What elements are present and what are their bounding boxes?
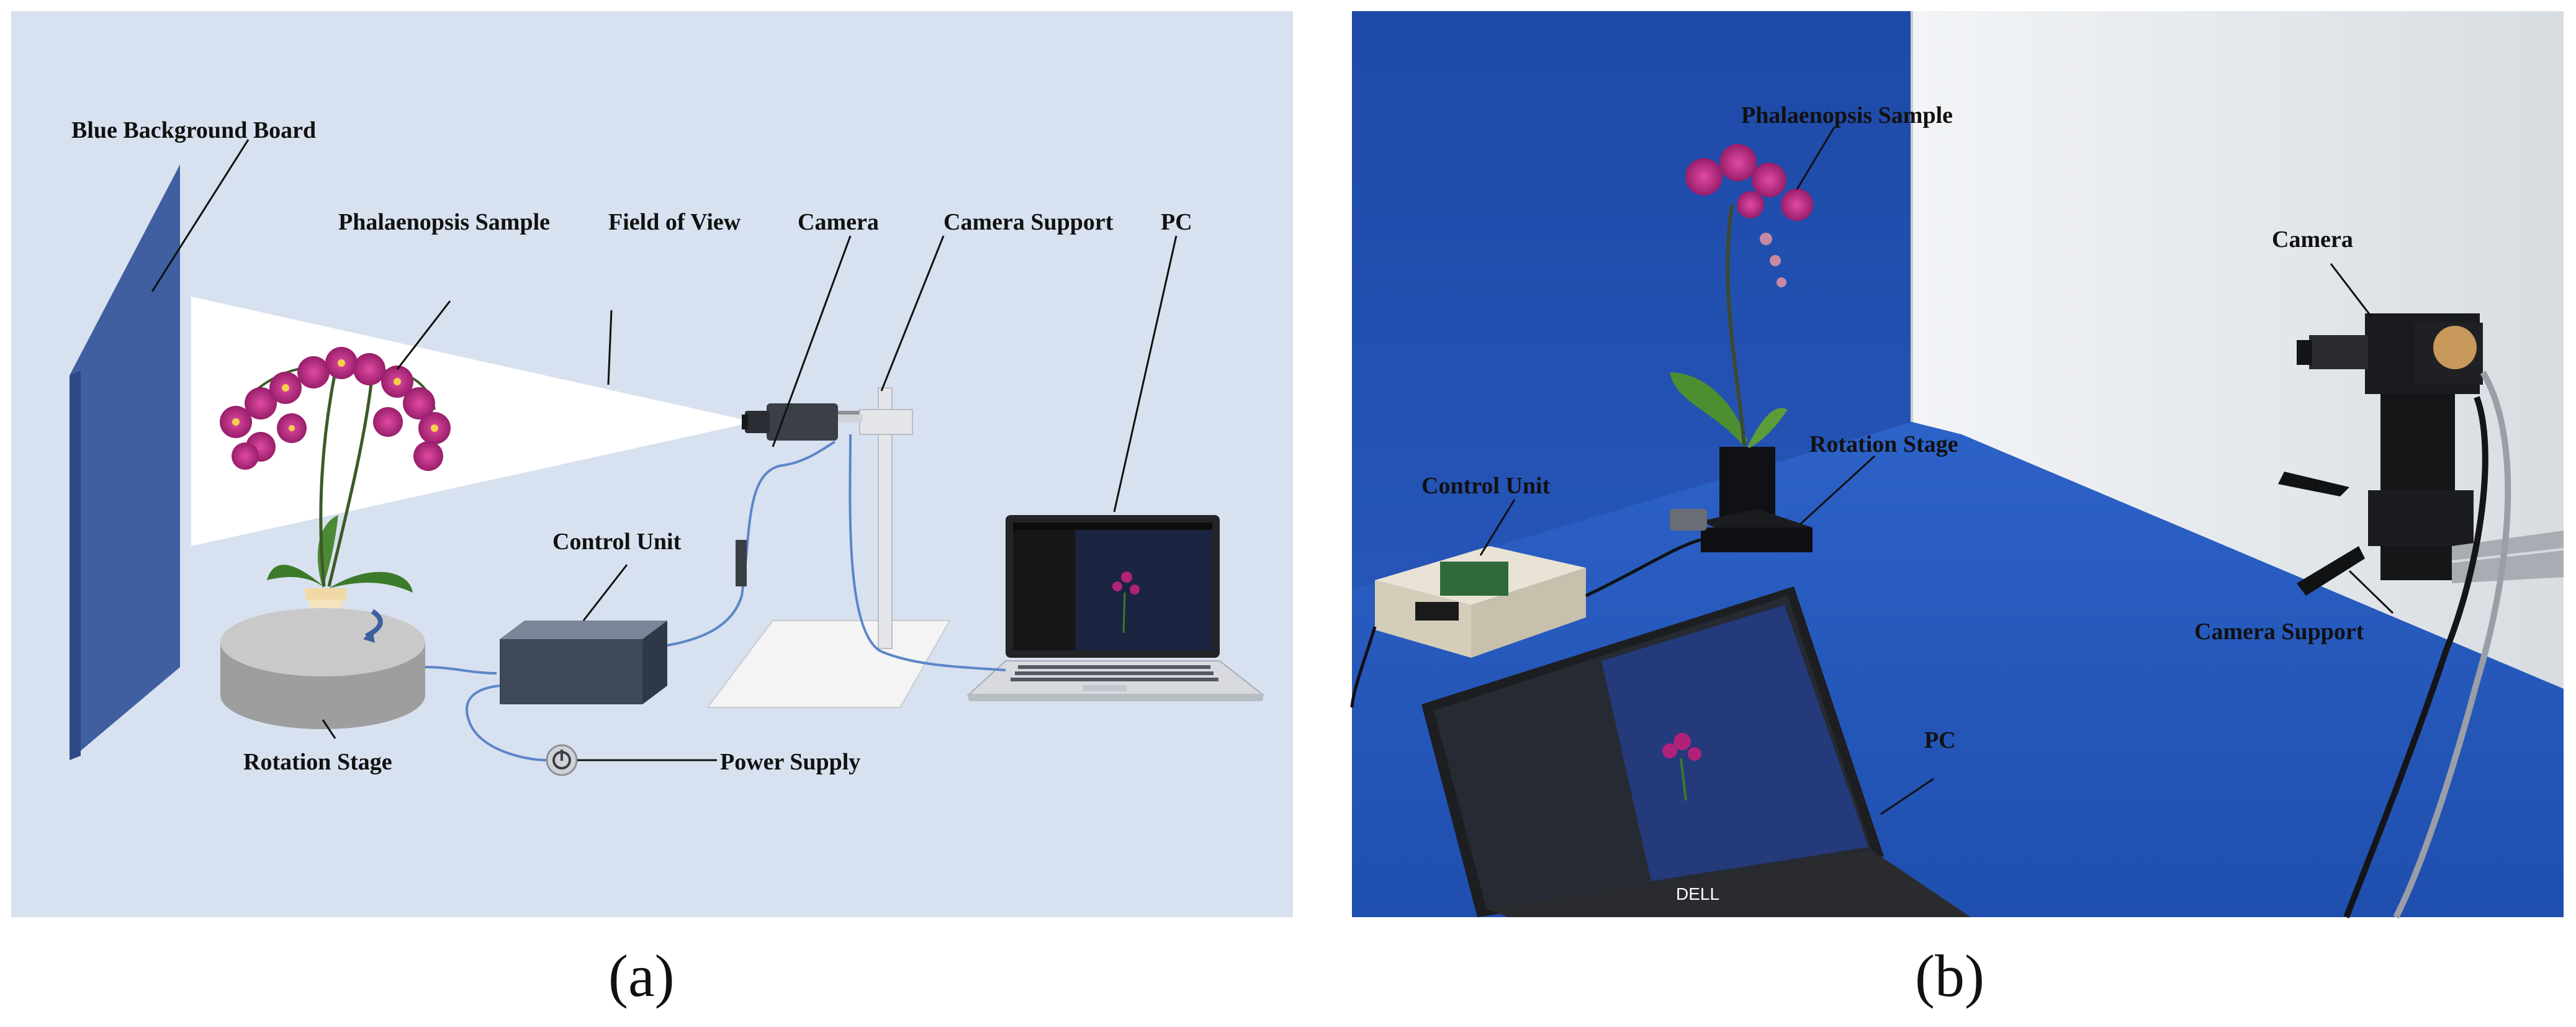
laptop-brand: DELL: [1676, 884, 1719, 904]
label-control-unit-a: Control Unit: [552, 529, 682, 555]
label-power-supply: Power Supply: [720, 749, 860, 775]
label-pc-a: PC: [1161, 209, 1192, 235]
label-blue-background-board: Blue Background Board: [71, 117, 316, 143]
photo-laptop: DELL: [1421, 586, 1971, 917]
caption-b: (b): [1915, 943, 1984, 1009]
label-camera-a: Camera: [798, 209, 879, 235]
phalaenopsis-sample-drawing: [220, 347, 451, 608]
panel-a: Blue Background Board Phalaenopsis Sampl…: [11, 11, 1293, 917]
cable-adapter: [736, 540, 747, 586]
label-camera-support-b: Camera Support: [2194, 619, 2364, 645]
photo-camera: [2297, 313, 2483, 394]
label-rotation-stage-b: Rotation Stage: [1809, 431, 1958, 457]
label-phalaenopsis-sample-a: Phalaenopsis Sample: [338, 209, 550, 235]
leader-lines-a: [151, 139, 1178, 761]
camera-support-drawing: [706, 387, 951, 708]
pc-laptop-drawing: [966, 515, 1265, 701]
label-control-unit-b: Control Unit: [1421, 473, 1551, 499]
leader-lines-b: [1479, 127, 2394, 815]
photo-orchid: [1670, 144, 1813, 552]
label-rotation-stage-a: Rotation Stage: [243, 749, 392, 775]
photo-cables: [1350, 370, 2511, 919]
power-supply-drawing: [546, 744, 578, 776]
control-unit-drawing: [500, 621, 667, 704]
label-phalaenopsis-sample-b: Phalaenopsis Sample: [1741, 102, 1953, 128]
label-camera-b: Camera: [2272, 226, 2353, 253]
board-edge: [70, 370, 81, 760]
panel-b: DELL: [1350, 11, 2564, 919]
label-field-of-view: Field of View: [608, 209, 741, 235]
rotation-stage: [220, 608, 425, 729]
label-camera-support-a: Camera Support: [943, 209, 1114, 235]
cables: [425, 434, 1006, 761]
caption-a: (a): [608, 943, 675, 1009]
label-pc-b: PC: [1924, 727, 1956, 753]
photo-control-unit: [1375, 546, 1586, 658]
blue-background-board: [70, 164, 180, 760]
